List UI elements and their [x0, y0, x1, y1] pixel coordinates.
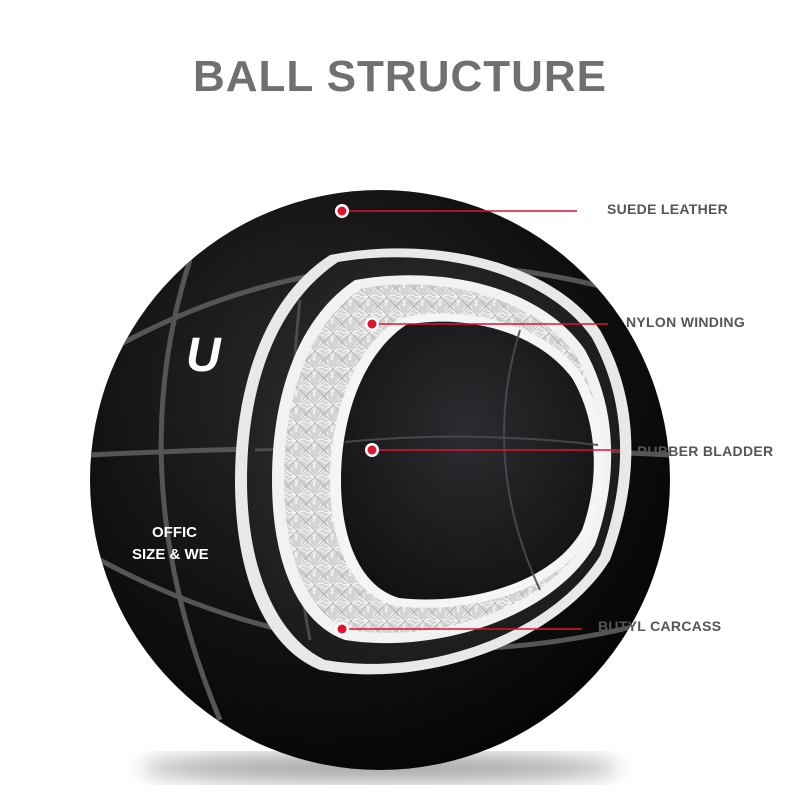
- marker-bladder: [365, 443, 379, 457]
- label-rubber-bladder: RUBBER BLADDER: [637, 443, 774, 459]
- rubber-bladder-layer: [330, 313, 604, 608]
- marker-nylon: [365, 317, 379, 331]
- label-suede-leather: SUEDE LEATHER: [607, 201, 729, 217]
- label-nylon-winding: NYLON WINDING: [626, 314, 746, 330]
- ball-logo: U: [186, 329, 221, 382]
- label-butyl-carcass: BUTYL CARCASS: [598, 618, 722, 634]
- markers: [335, 204, 379, 636]
- ball-print-line2: SIZE & WE: [132, 546, 209, 563]
- leader-lines: [342, 210, 620, 630]
- marker-carcass: [335, 622, 349, 636]
- ball-print-line1: OFFIC: [152, 524, 197, 541]
- marker-suede: [335, 204, 349, 218]
- page-title: BALL STRUCTURE: [192, 52, 608, 101]
